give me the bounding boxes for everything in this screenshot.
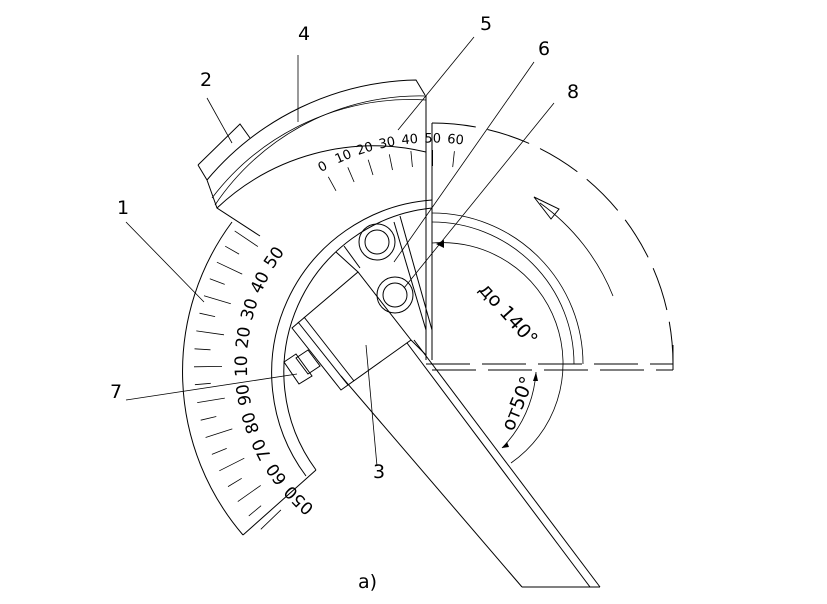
main-scale-ticks (193, 230, 282, 530)
main-scale-tick (219, 457, 245, 472)
clamp-screw (283, 349, 321, 385)
callout-4: 4 (298, 23, 310, 45)
main-scale-minor-tick (209, 278, 225, 285)
callout-2: 2 (200, 69, 212, 91)
main-scale-tick (205, 428, 233, 438)
roller-upper (358, 223, 396, 261)
vernier-scale-tick (367, 159, 374, 176)
rotation-arrow (533, 196, 614, 297)
main-scale-label: 70 (248, 435, 276, 463)
vernier-scale-tick (410, 150, 413, 168)
main-scale-minor-tick (194, 382, 211, 386)
dashed-extension (426, 122, 674, 371)
main-scale-label: 80 (238, 409, 264, 436)
main-scale-label: 10 (232, 355, 252, 377)
main-scale-minor-tick (200, 416, 217, 421)
callout-6: 6 (538, 38, 550, 60)
vernier-scale-ticks (327, 150, 455, 191)
callout-3: 3 (373, 461, 385, 483)
main-scale-minor-tick (199, 312, 216, 317)
main-scale-tick (216, 261, 243, 275)
main-scale-tick (203, 295, 231, 305)
main-scale-label: 50 (260, 243, 289, 272)
callout-5: 5 (480, 13, 492, 35)
main-scale-minor-tick (248, 505, 262, 517)
angle-range-lower-label: от50° (497, 373, 539, 434)
main-scale-tick (260, 509, 282, 530)
vernier-scale-tick (452, 151, 455, 168)
callout-8: 8 (567, 81, 579, 103)
vernier-scale-label: 0 (316, 159, 331, 176)
protractor-body (182, 199, 433, 536)
vernier-scale-tick (388, 154, 393, 171)
main-scale-tick (197, 397, 225, 403)
main-scale-label: 30 (237, 296, 262, 322)
leader-lines (125, 36, 555, 467)
main-scale-tick (237, 485, 261, 502)
vernier-scale-label: 30 (377, 135, 396, 153)
vernier-scale-label: 50 (424, 131, 441, 146)
vernier-scale-label: 40 (401, 132, 419, 149)
angle-range-upper-label: до 140° (474, 279, 542, 351)
ruler-blade (340, 339, 601, 588)
main-scale-label: 40 (247, 269, 274, 297)
main-scale-label: 60 (263, 459, 292, 488)
main-scale-minor-tick (211, 448, 227, 455)
callout-1: 1 (117, 197, 129, 219)
vernier-scale-label: 20 (355, 140, 375, 159)
main-scale-minor-tick (225, 245, 240, 255)
main-scale-label: 20 (232, 325, 255, 349)
figure-caption: а) (358, 571, 377, 593)
main-scale-tick (234, 230, 259, 247)
main-scale-minor-tick (194, 348, 211, 351)
main-scale-label: 90 (233, 383, 256, 408)
callout-7: 7 (110, 381, 122, 403)
vernier-scale-tick (327, 176, 337, 191)
main-scale-minor-tick (227, 477, 242, 487)
vernier-sector (197, 79, 427, 360)
main-scale-tick (196, 330, 225, 336)
lower-angle-arc (501, 371, 538, 449)
vernier-scale-label: 10 (333, 147, 354, 167)
vernier-scale-tick (347, 167, 355, 183)
vernier-scale-label: 60 (446, 132, 464, 149)
base-slide (291, 215, 433, 391)
roller-lower (376, 276, 414, 314)
